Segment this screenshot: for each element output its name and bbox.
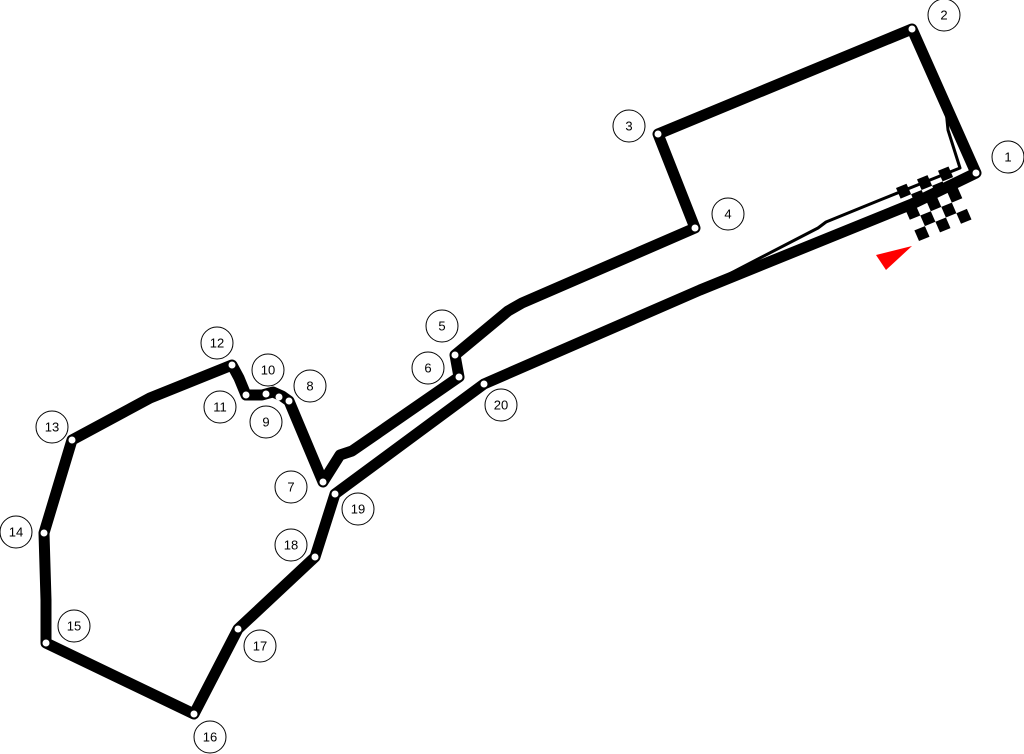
corner-label-15: 15 bbox=[57, 609, 91, 643]
red-triangle-direction-icon bbox=[876, 246, 912, 270]
corner-dot-18 bbox=[311, 553, 319, 561]
corner-label-6: 6 bbox=[411, 351, 445, 385]
corner-label-text: 14 bbox=[9, 525, 23, 540]
corner-dot-1 bbox=[972, 169, 980, 177]
corner-label-text: 19 bbox=[351, 502, 365, 517]
corner-dot-10 bbox=[262, 390, 270, 398]
corner-dot-4 bbox=[691, 224, 699, 232]
corner-label-11: 11 bbox=[203, 390, 237, 424]
checkered-flag-icon bbox=[896, 166, 972, 241]
corner-label-text: 13 bbox=[45, 420, 59, 435]
corner-label-text: 15 bbox=[67, 619, 81, 634]
corner-label-13: 13 bbox=[35, 410, 69, 444]
flag-square bbox=[911, 190, 927, 205]
corner-dot-5 bbox=[451, 351, 459, 359]
corner-label-19: 19 bbox=[341, 492, 375, 526]
flag-square bbox=[938, 166, 954, 182]
corner-dot-14 bbox=[40, 529, 48, 537]
flag-square bbox=[932, 181, 948, 197]
corner-dot-12 bbox=[228, 361, 236, 369]
flag-square bbox=[914, 226, 930, 241]
corner-label-text: 8 bbox=[306, 379, 313, 394]
corner-label-text: 1 bbox=[1004, 150, 1011, 165]
flag-square bbox=[905, 204, 921, 220]
corner-label-5: 5 bbox=[425, 309, 459, 343]
corner-label-1: 1 bbox=[991, 140, 1024, 174]
flag-square bbox=[917, 175, 933, 190]
flag-square bbox=[896, 183, 912, 199]
flag-square bbox=[947, 187, 963, 203]
corner-label-text: 3 bbox=[625, 119, 632, 134]
corner-label-text: 6 bbox=[424, 361, 431, 376]
corner-label-14: 14 bbox=[0, 515, 33, 549]
corner-label-18: 18 bbox=[274, 528, 308, 562]
corner-label-text: 9 bbox=[262, 415, 269, 430]
track-outline bbox=[38, 23, 982, 720]
pit-lane bbox=[710, 71, 962, 285]
corner-label-2: 2 bbox=[927, 0, 961, 32]
corner-dot-2 bbox=[908, 25, 916, 33]
corner-label-text: 18 bbox=[284, 538, 298, 553]
corner-label-text: 5 bbox=[438, 319, 445, 334]
corner-label-text: 4 bbox=[724, 207, 731, 222]
corner-dots bbox=[40, 25, 980, 718]
corner-label-7: 7 bbox=[274, 470, 308, 504]
corner-dot-13 bbox=[68, 436, 76, 444]
corner-dot-16 bbox=[190, 710, 198, 718]
corner-label-8: 8 bbox=[293, 369, 327, 403]
flag-square bbox=[926, 196, 942, 212]
corner-dot-3 bbox=[654, 130, 662, 138]
corner-label-text: 10 bbox=[261, 363, 275, 378]
corner-dot-9 bbox=[275, 393, 283, 401]
corner-label-12: 12 bbox=[200, 326, 234, 360]
corner-label-text: 16 bbox=[203, 730, 217, 745]
corner-dot-19 bbox=[331, 490, 339, 498]
corner-label-20: 20 bbox=[484, 388, 518, 422]
corner-dot-15 bbox=[42, 639, 50, 647]
corner-dot-20 bbox=[480, 380, 488, 388]
corner-label-17: 17 bbox=[243, 629, 277, 663]
corner-label-16: 16 bbox=[193, 720, 227, 754]
corner-dot-6 bbox=[455, 373, 463, 381]
corner-label-text: 20 bbox=[494, 398, 508, 413]
corner-label-text: 7 bbox=[287, 480, 294, 495]
corner-label-3: 3 bbox=[612, 109, 646, 143]
flag-square bbox=[920, 211, 936, 227]
corner-dot-11 bbox=[242, 391, 250, 399]
flag-square bbox=[941, 202, 957, 218]
corner-dot-17 bbox=[234, 625, 242, 633]
corner-label-text: 17 bbox=[253, 639, 267, 654]
corner-dot-7 bbox=[319, 478, 327, 486]
corner-label-9: 9 bbox=[249, 405, 283, 439]
corner-label-text: 2 bbox=[940, 8, 947, 23]
flag-square bbox=[956, 208, 972, 224]
corner-label-4: 4 bbox=[711, 197, 745, 231]
corner-label-10: 10 bbox=[251, 353, 285, 387]
corner-label-text: 12 bbox=[210, 336, 224, 351]
corner-dot-8 bbox=[285, 397, 293, 405]
corner-label-text: 11 bbox=[213, 400, 227, 415]
flag-square bbox=[935, 217, 951, 233]
